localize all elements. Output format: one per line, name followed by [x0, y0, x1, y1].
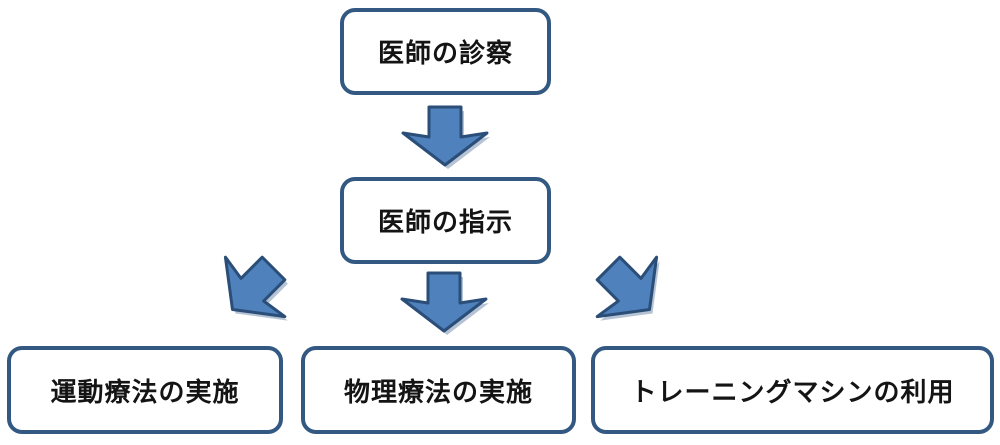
diagonal-left-arrow-instruction-to-exercise-icon — [201, 237, 307, 344]
node-exercise-therapy: 運動療法の実施 — [7, 346, 283, 434]
node-training-machine: トレーニングマシンの利用 — [591, 346, 994, 434]
node-doctor-exam-label: 医師の診察 — [377, 38, 513, 68]
down-arrow-exam-to-instruction-icon — [395, 86, 495, 186]
node-training-machine-label: トレーニングマシンの利用 — [630, 376, 955, 407]
node-exercise-therapy-label: 運動療法の実施 — [50, 376, 240, 407]
node-doctor-instruction-label: 医師の指示 — [377, 207, 513, 237]
node-physical-therapy: 物理療法の実施 — [301, 346, 576, 434]
node-physical-therapy-label: 物理療法の実施 — [343, 376, 533, 407]
node-doctor-exam: 医師の診察 — [340, 8, 551, 95]
node-doctor-instruction: 医師の指示 — [340, 177, 551, 264]
diagonal-right-arrow-instruction-to-machine-icon — [577, 237, 683, 344]
down-arrow-instruction-to-physical-icon — [394, 252, 494, 352]
